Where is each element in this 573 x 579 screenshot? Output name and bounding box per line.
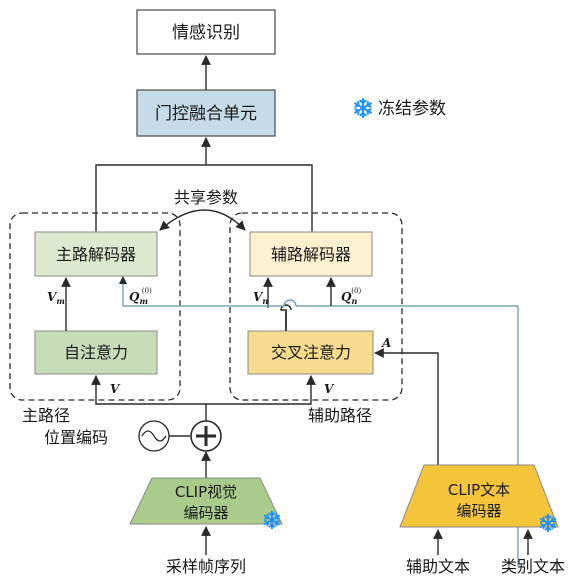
var-Vn: Vn	[253, 290, 268, 306]
aux-text-label: 辅助文本	[406, 557, 470, 576]
main-decoder-box	[34, 231, 158, 277]
var-V-main: V	[110, 382, 121, 396]
cross-attention-label: 交叉注意力	[271, 343, 351, 362]
cross-attention-box	[247, 330, 374, 375]
aux-decoder-label: 辅路解码器	[271, 245, 351, 264]
main-decoder-label: 主路解码器	[56, 245, 136, 264]
gated-fusion-label: 门控融合单元	[155, 104, 257, 124]
sine-wave-icon	[138, 420, 170, 452]
class-text-label: 类别文本	[501, 557, 565, 576]
clip-text-label-2: 编码器	[456, 502, 501, 520]
emotion-label: 情感识别	[172, 23, 240, 43]
shared-params-label: 共享参数	[174, 188, 238, 207]
gated-fusion-box	[136, 89, 276, 137]
var-Vm: Vm	[47, 290, 65, 306]
aux-decoder-box	[249, 231, 373, 277]
sampled-frames-label: 采样帧序列	[166, 557, 246, 576]
shared-params-arrow	[159, 209, 246, 231]
aux-path-label: 辅助路径	[308, 406, 372, 425]
self-attention-box	[34, 330, 158, 375]
main-path-label: 主路径	[22, 406, 70, 425]
clip-visual-encoder	[129, 477, 283, 525]
plus-circle-icon	[190, 420, 222, 452]
pos-encoding-label: 位置编码	[44, 428, 108, 447]
var-Qn: Qn(0)	[341, 287, 361, 306]
var-A: A	[381, 336, 391, 350]
var-Qm: Qm(0)	[129, 287, 152, 306]
aux-path-group	[229, 212, 403, 401]
frozen-legend-label: 冻结参数	[378, 99, 446, 119]
clip-text-label-1: CLIP文本	[448, 481, 510, 499]
clip-text-encoder	[399, 464, 559, 528]
clip-visual-label-1: CLIP视觉	[175, 483, 237, 501]
snowflake-icon	[354, 97, 372, 119]
var-V-aux: V	[324, 382, 335, 396]
clip-visual-label-2: 编码器	[183, 504, 228, 522]
emotion-box	[136, 9, 276, 55]
main-path-group	[9, 212, 181, 401]
self-attention-label: 自注意力	[64, 343, 128, 362]
